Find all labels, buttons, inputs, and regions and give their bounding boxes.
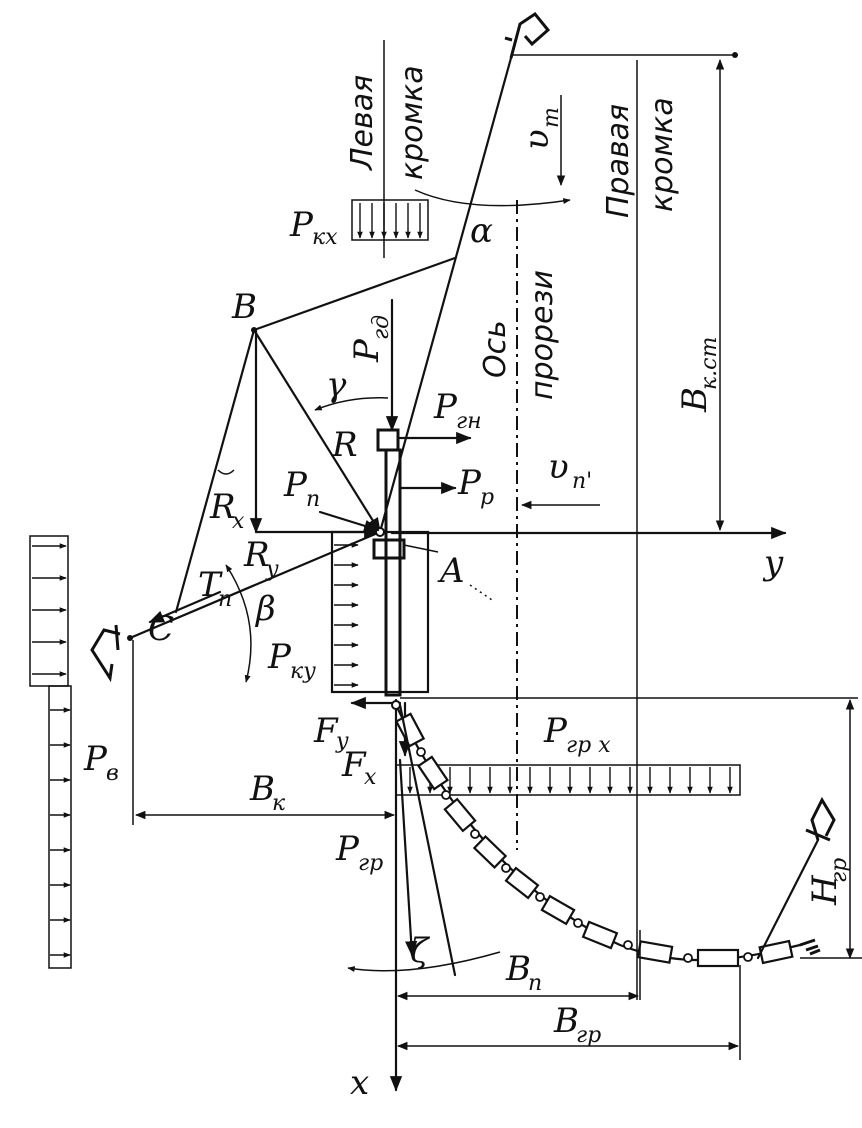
P-v-block-lower [48,685,72,969]
alpha-arc [414,189,571,207]
tow-line-upper [378,56,513,534]
v-p-sub: п' [572,469,592,494]
P-kx-arrows [357,203,423,239]
left-edge-label-2: кромка [395,65,430,180]
lower-hook-icon [90,624,121,683]
F-x-label: F [341,745,367,785]
trawl-door-frame [330,530,430,694]
R-y-label: R [243,535,270,575]
zeta-label: ζ [410,931,431,971]
P-gr-label: P [335,829,360,869]
P-ky-arrows [334,542,359,688]
v-p-label: υ [548,447,569,487]
P-p-sub: п [306,487,320,512]
P-v-sub: в [106,761,119,786]
A-dots [469,584,493,601]
B-kst-top-dot [732,52,738,58]
left-edge-label-1: Левая [345,75,380,171]
R-x-sub: x [232,509,245,534]
ground-rope-bobbins [394,712,794,968]
P-gd-label: P [347,338,387,363]
right-hook-icon [805,796,836,842]
H-gr-sub: гр [827,858,852,883]
P-gd-sub: гд [369,315,394,340]
P-grx-block [395,764,741,796]
ground-rope-start [391,700,401,710]
B-p-sub: п [528,971,542,996]
F-x-sub: x [364,765,377,790]
point-C-label: C [148,609,174,649]
ground-rope-end-icon [799,938,821,956]
T-p-sub: п [218,587,232,612]
P-v-label: P [83,739,108,779]
right-edge-label-2: кромка [645,97,680,212]
beta-label: β [254,589,276,629]
B-kst-label: B [675,387,715,413]
A-leader [403,544,439,553]
P-ky-label: P [267,637,292,677]
P-v-arrows [32,543,71,958]
B-gr-sub: гр [576,1023,601,1048]
R-y-sub: y [265,557,279,582]
P-r-label: P [457,463,482,503]
trawl-door-top [376,428,400,452]
R-x-label: R [209,487,236,527]
P-p-arrow [318,510,380,532]
P-v-block-upper [29,535,69,687]
line-B-to-A [252,328,382,534]
line-B-to-alpha [252,256,457,332]
y-axis-label: y [762,543,784,583]
P-kx-label: P [289,205,314,245]
slot-axis-label-1: Ось [478,320,513,378]
T-p-label: T [198,565,223,605]
trawl-door-shoe [372,538,406,560]
v-t-label: υ [517,129,557,150]
B-k-sub: к [272,791,286,816]
zeta-line [398,703,457,977]
P-gr-sub: гр [358,851,383,876]
P-ky-sub: ку [290,659,316,684]
T-p-arrow [148,590,222,624]
point-C [127,635,133,641]
P-gn-sub: гн [456,409,482,434]
point-B [251,327,257,333]
point-A-label: A [437,551,465,591]
P-grx-label: P [543,711,568,751]
tow-line-lower [128,530,382,640]
line-B-to-C [174,328,256,614]
P-kx-sub: кх [312,225,338,250]
v-t-sub: т [539,107,564,128]
ground-rope-links [416,747,753,963]
P-kx-block [351,199,429,241]
right-edge-label-1: Правая [601,104,636,218]
H-gr-label: H [805,874,845,906]
B-k-label: B [249,769,275,809]
gamma-arc [314,397,389,411]
gamma-label: γ [326,365,347,405]
B-kst-sub: к.ст [697,337,722,390]
P-gn-label: P [433,387,458,427]
alpha-label: α [470,211,493,251]
R-label: R [331,425,358,465]
P-gr-arrow [398,758,418,957]
beta-arc [225,564,252,683]
slot-axis-label-2: прорези [525,270,560,400]
angle-mark-B [217,469,235,475]
right-tow-line [756,838,820,960]
P-grx-arrows [407,767,733,794]
P-p-label: P [283,465,308,505]
x-axis-label: x [350,1063,369,1103]
F-y-label: F [313,711,339,751]
P-grx-sub: гр x [566,733,611,758]
upper-hook-icon [504,11,551,59]
F-y-sub: y [335,729,349,754]
B-gr-label: B [553,1001,579,1041]
P-r-sub: р [480,485,494,510]
B-p-label: B [505,949,531,989]
point-B-label: B [231,287,257,327]
zeta-arc [347,951,501,973]
